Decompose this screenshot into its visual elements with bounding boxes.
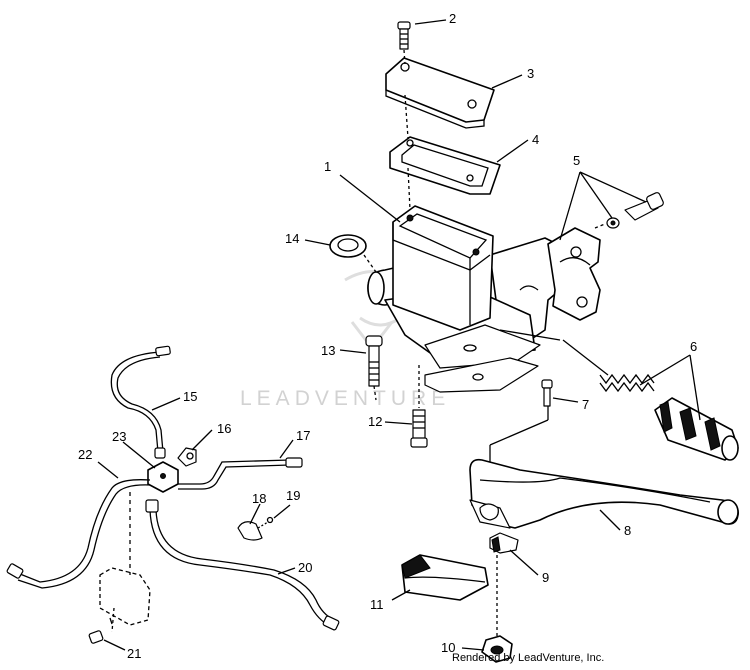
callout-19: 19 <box>286 488 300 503</box>
part-block-9 <box>489 532 519 554</box>
callout-13: 13 <box>321 343 335 358</box>
dashed-guides <box>111 49 609 636</box>
callout-22: 22 <box>78 447 92 462</box>
leader-lines <box>97 19 701 651</box>
part-brake-line-15 <box>110 345 171 459</box>
part-nut-10 <box>481 635 513 663</box>
callout-16: 16 <box>217 421 231 436</box>
part-bolt-13 <box>365 335 383 387</box>
part-block-11 <box>401 554 489 601</box>
part-screw-2 <box>397 21 411 50</box>
callout-4: 4 <box>532 132 539 147</box>
part-line-20 <box>145 499 340 631</box>
part-master-cylinder-1 <box>367 205 566 393</box>
callout-11: 11 <box>370 597 384 612</box>
callout-12: 12 <box>368 414 382 429</box>
part-bolt-12 <box>410 409 428 448</box>
part-line-22 <box>6 479 151 589</box>
callout-3: 3 <box>527 66 534 81</box>
callout-1: 1 <box>324 159 331 174</box>
part-pin-7 <box>541 379 553 407</box>
callout-23: 23 <box>112 429 126 444</box>
callout-5: 5 <box>573 153 580 168</box>
callout-20: 20 <box>298 560 312 575</box>
part-line-17 <box>178 457 303 490</box>
callout-7: 7 <box>582 397 589 412</box>
callout-10: 10 <box>441 640 455 655</box>
watermark-text: LEADVENTURE <box>240 387 450 410</box>
callout-2: 2 <box>449 11 456 26</box>
part-piston-6 <box>599 373 739 461</box>
part-clamp-5 <box>547 192 664 321</box>
part-gasket-4 <box>389 136 501 195</box>
part-bracket-21 <box>88 567 151 644</box>
callout-9: 9 <box>542 570 549 585</box>
credit-text: Rendered by LeadVenture, Inc. <box>452 652 605 664</box>
callout-6: 6 <box>690 339 697 354</box>
callout-21: 21 <box>127 646 141 661</box>
part-washer-14 <box>329 234 367 258</box>
part-fitting-16 <box>177 447 197 467</box>
part-lever-8 <box>469 458 739 529</box>
callout-18: 18 <box>252 491 266 506</box>
part-18-19 <box>237 516 274 541</box>
callout-15: 15 <box>183 389 197 404</box>
part-cover-3 <box>385 57 495 129</box>
callout-17: 17 <box>296 428 310 443</box>
callout-8: 8 <box>624 523 631 538</box>
callouts: 1 2 3 4 5 6 7 8 9 10 11 12 13 14 15 16 1… <box>78 11 697 661</box>
callout-14: 14 <box>285 231 299 246</box>
